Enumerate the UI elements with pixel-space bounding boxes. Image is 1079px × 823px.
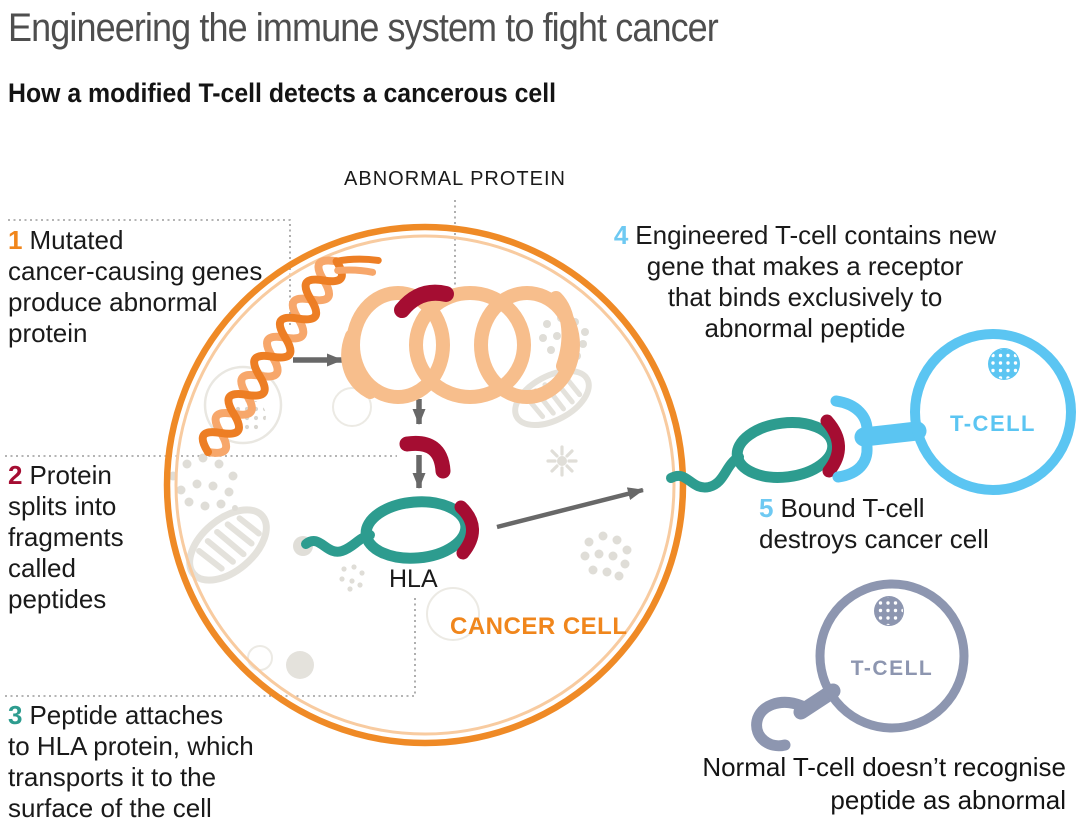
dot-cluster-icon <box>168 453 238 511</box>
dot-cluster-icon <box>580 531 632 581</box>
step-5-text: Bound T-cell destroys cancer cell <box>759 493 989 554</box>
vesicle-icon <box>332 387 372 427</box>
peptide-fragment-icon <box>399 435 451 479</box>
surface-complex-icon <box>666 395 927 493</box>
normal-receptor-claw-icon <box>751 696 808 752</box>
abnormal-protein-label: ABNORMAL PROTEIN <box>344 168 566 190</box>
arrow-hla-to-surface <box>496 487 644 530</box>
page-title: Engineering the immune system to fight c… <box>8 6 719 50</box>
dna-helix-icon <box>198 255 382 457</box>
step-4-number: 4 <box>613 220 629 250</box>
step-1-text: Mutated cancer-causing genes produce abn… <box>8 225 263 348</box>
hla-label: HLA <box>389 565 438 593</box>
vesicle-icon <box>247 645 273 671</box>
vesicle-icon <box>286 651 314 679</box>
normal-t-cell-label: T-CELL <box>850 657 934 680</box>
step-2-text: Protein splits into fragments called pep… <box>8 460 124 614</box>
dot-cluster-icon <box>339 564 365 592</box>
mitochondrion-icon <box>186 506 270 584</box>
cancer-cell-membrane <box>163 223 687 747</box>
normal-t-cell-icon <box>751 579 969 752</box>
receptor-arm-icon <box>830 395 873 438</box>
bound-peptide-icon <box>820 414 845 478</box>
bound-peptide-icon <box>454 500 479 560</box>
receptor-arm-icon <box>832 441 873 483</box>
engineered-t-cell-label: T-CELL <box>950 411 1036 436</box>
step1-leader-line <box>8 219 291 326</box>
normal-t-cell-note: Normal T-cell doesn’t recognise peptide … <box>702 752 1066 815</box>
step-1-number: 1 <box>8 225 23 255</box>
step-4-text: Engineered T-cell contains new gene that… <box>635 220 997 343</box>
mitochondrion-icon <box>512 367 592 429</box>
step-5-number: 5 <box>759 493 774 523</box>
page-subtitle: How a modified T-cell detects a cancerou… <box>8 78 557 108</box>
engineered-t-cell-icon <box>910 329 1076 495</box>
abnormal-protein-coil-icon <box>341 286 580 404</box>
receptor-stalk-icon <box>854 421 927 447</box>
nucleus-organelle-icon <box>203 365 283 445</box>
step-2-number: 2 <box>8 460 23 490</box>
cancer-cell-label: CANCER CELL <box>450 613 628 640</box>
hla-complex-icon <box>293 496 479 564</box>
step-3-number: 3 <box>8 700 23 730</box>
abnormal-peptide-segment-icon <box>394 284 454 318</box>
starburst-icon <box>546 445 578 477</box>
flow-arrows <box>293 353 644 530</box>
step-3-text: Peptide attaches to HLA protein, which t… <box>8 700 254 823</box>
vesicle-icon <box>426 587 480 641</box>
dotted-connectors <box>5 200 456 697</box>
